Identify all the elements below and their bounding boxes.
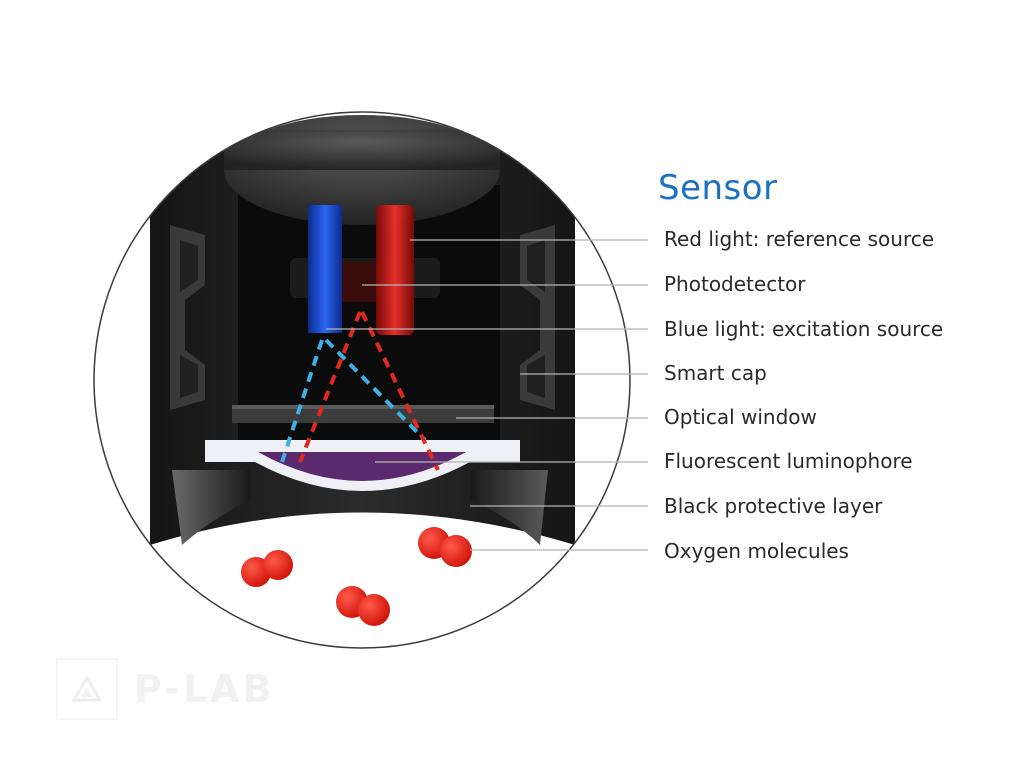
oxygen-molecule [336, 586, 390, 626]
label-blue-light: Blue light: excitation source [664, 317, 944, 341]
label-optical-window: Optical window [664, 405, 817, 429]
oxygen-molecule [241, 550, 293, 587]
label-red-light: Red light: reference source [664, 227, 935, 251]
label-black-protective-layer: Black protective layer [664, 494, 883, 518]
watermark: P-LAB [56, 658, 275, 720]
label-oxygen-molecules: Oxygen molecules [664, 539, 849, 563]
oxygen-molecule [418, 527, 472, 567]
triangle-logo-icon [56, 658, 118, 720]
magnifier-circle [93, 111, 631, 649]
leader-lines [326, 239, 648, 551]
sensor-cross-section [150, 115, 575, 545]
diagram-title: Sensor [658, 168, 778, 208]
label-photodetector: Photodetector [664, 272, 806, 296]
label-smart-cap: Smart cap [664, 361, 767, 385]
label-fluorescent-luminophore: Fluorescent luminophore [664, 449, 913, 473]
watermark-text: P-LAB [134, 667, 275, 711]
